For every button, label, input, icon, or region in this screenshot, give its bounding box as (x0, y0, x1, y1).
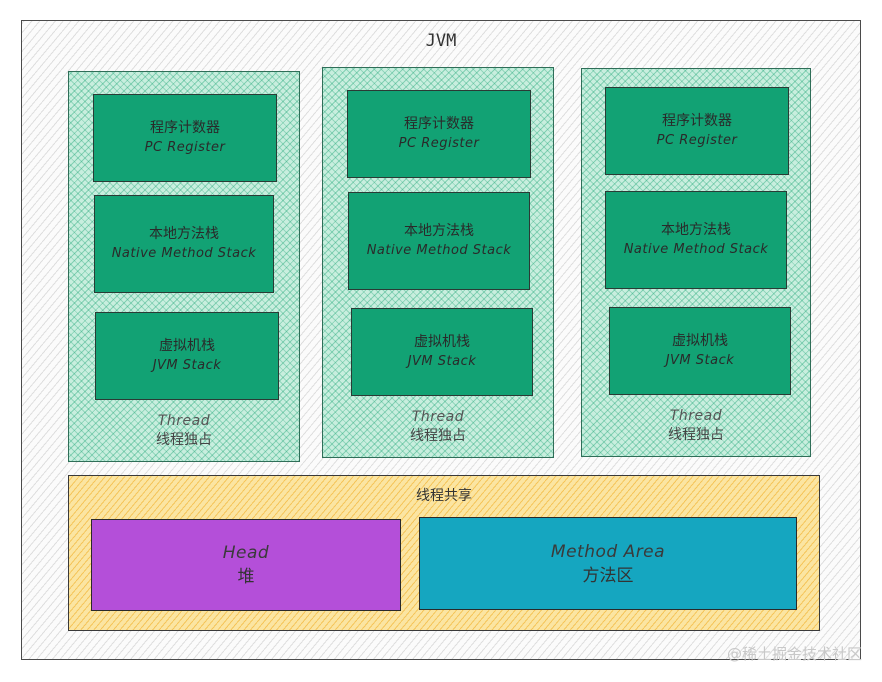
jvm-title: JVM (425, 31, 457, 51)
jvm-stack-en-label: JVM Stack (407, 354, 477, 369)
shared-region-title: 线程共享 (416, 488, 472, 504)
pc-register-box: 程序计数器 PC Register (347, 90, 531, 178)
method-area-en-label: Method Area (550, 541, 666, 562)
pc-register-cn-label: 程序计数器 (404, 116, 474, 132)
thread-caption: Thread 线程独占 (582, 407, 810, 445)
thread-caption-en: Thread (669, 408, 723, 424)
pc-register-box: 程序计数器 PC Register (605, 87, 789, 175)
pc-register-en-label: PC Register (398, 136, 480, 151)
pc-register-cn-label: 程序计数器 (150, 120, 220, 136)
thread-caption-cn: 线程独占 (410, 428, 466, 444)
thread-caption-en: Thread (157, 413, 211, 429)
jvm-stack-cn-label: 虚拟机栈 (159, 338, 215, 354)
heap-en-label: Head (222, 543, 270, 563)
jvm-stack-en-label: JVM Stack (665, 353, 735, 368)
pc-register-cn-label: 程序计数器 (662, 113, 732, 129)
native-method-stack-cn-label: 本地方法栈 (149, 226, 219, 242)
native-method-stack-box: 本地方法栈 Native Method Stack (348, 192, 530, 290)
native-method-stack-en-label: Native Method Stack (366, 243, 512, 258)
watermark: @稀土掘金技术社区 (726, 645, 862, 663)
jvm-stack-cn-label: 虚拟机栈 (414, 334, 470, 350)
native-method-stack-en-label: Native Method Stack (111, 246, 257, 261)
jvm-stack-en-label: JVM Stack (152, 358, 222, 373)
native-method-stack-box: 本地方法栈 Native Method Stack (94, 195, 274, 293)
jvm-stack-cn-label: 虚拟机栈 (672, 333, 728, 349)
method-area-box: Method Area 方法区 (419, 517, 797, 610)
thread-block-3: 程序计数器 PC Register 本地方法栈 Native Method St… (581, 68, 811, 457)
thread-caption-en: Thread (411, 409, 465, 425)
pc-register-en-label: PC Register (656, 133, 738, 148)
heap-box: Head 堆 (91, 519, 401, 611)
thread-caption-cn: 线程独占 (668, 427, 724, 443)
native-method-stack-cn-label: 本地方法栈 (404, 223, 474, 239)
thread-block-2: 程序计数器 PC Register 本地方法栈 Native Method St… (322, 67, 554, 458)
jvm-stack-box: 虚拟机栈 JVM Stack (351, 308, 533, 396)
jvm-stack-box: 虚拟机栈 JVM Stack (95, 312, 279, 400)
pc-register-box: 程序计数器 PC Register (93, 94, 277, 182)
method-area-cn-label: 方法区 (582, 565, 634, 586)
native-method-stack-en-label: Native Method Stack (623, 242, 769, 257)
pc-register-en-label: PC Register (144, 140, 226, 155)
native-method-stack-box: 本地方法栈 Native Method Stack (605, 191, 787, 289)
thread-block-1: 程序计数器 PC Register 本地方法栈 Native Method St… (68, 71, 300, 462)
thread-caption-cn: 线程独占 (156, 432, 212, 448)
thread-caption: Thread 线程独占 (69, 412, 299, 450)
thread-caption: Thread 线程独占 (323, 408, 553, 446)
jvm-stack-box: 虚拟机栈 JVM Stack (609, 307, 791, 395)
shared-region: 线程共享 Head 堆 Method Area 方法区 (68, 475, 820, 631)
heap-cn-label: 堆 (237, 567, 255, 587)
native-method-stack-cn-label: 本地方法栈 (661, 222, 731, 238)
